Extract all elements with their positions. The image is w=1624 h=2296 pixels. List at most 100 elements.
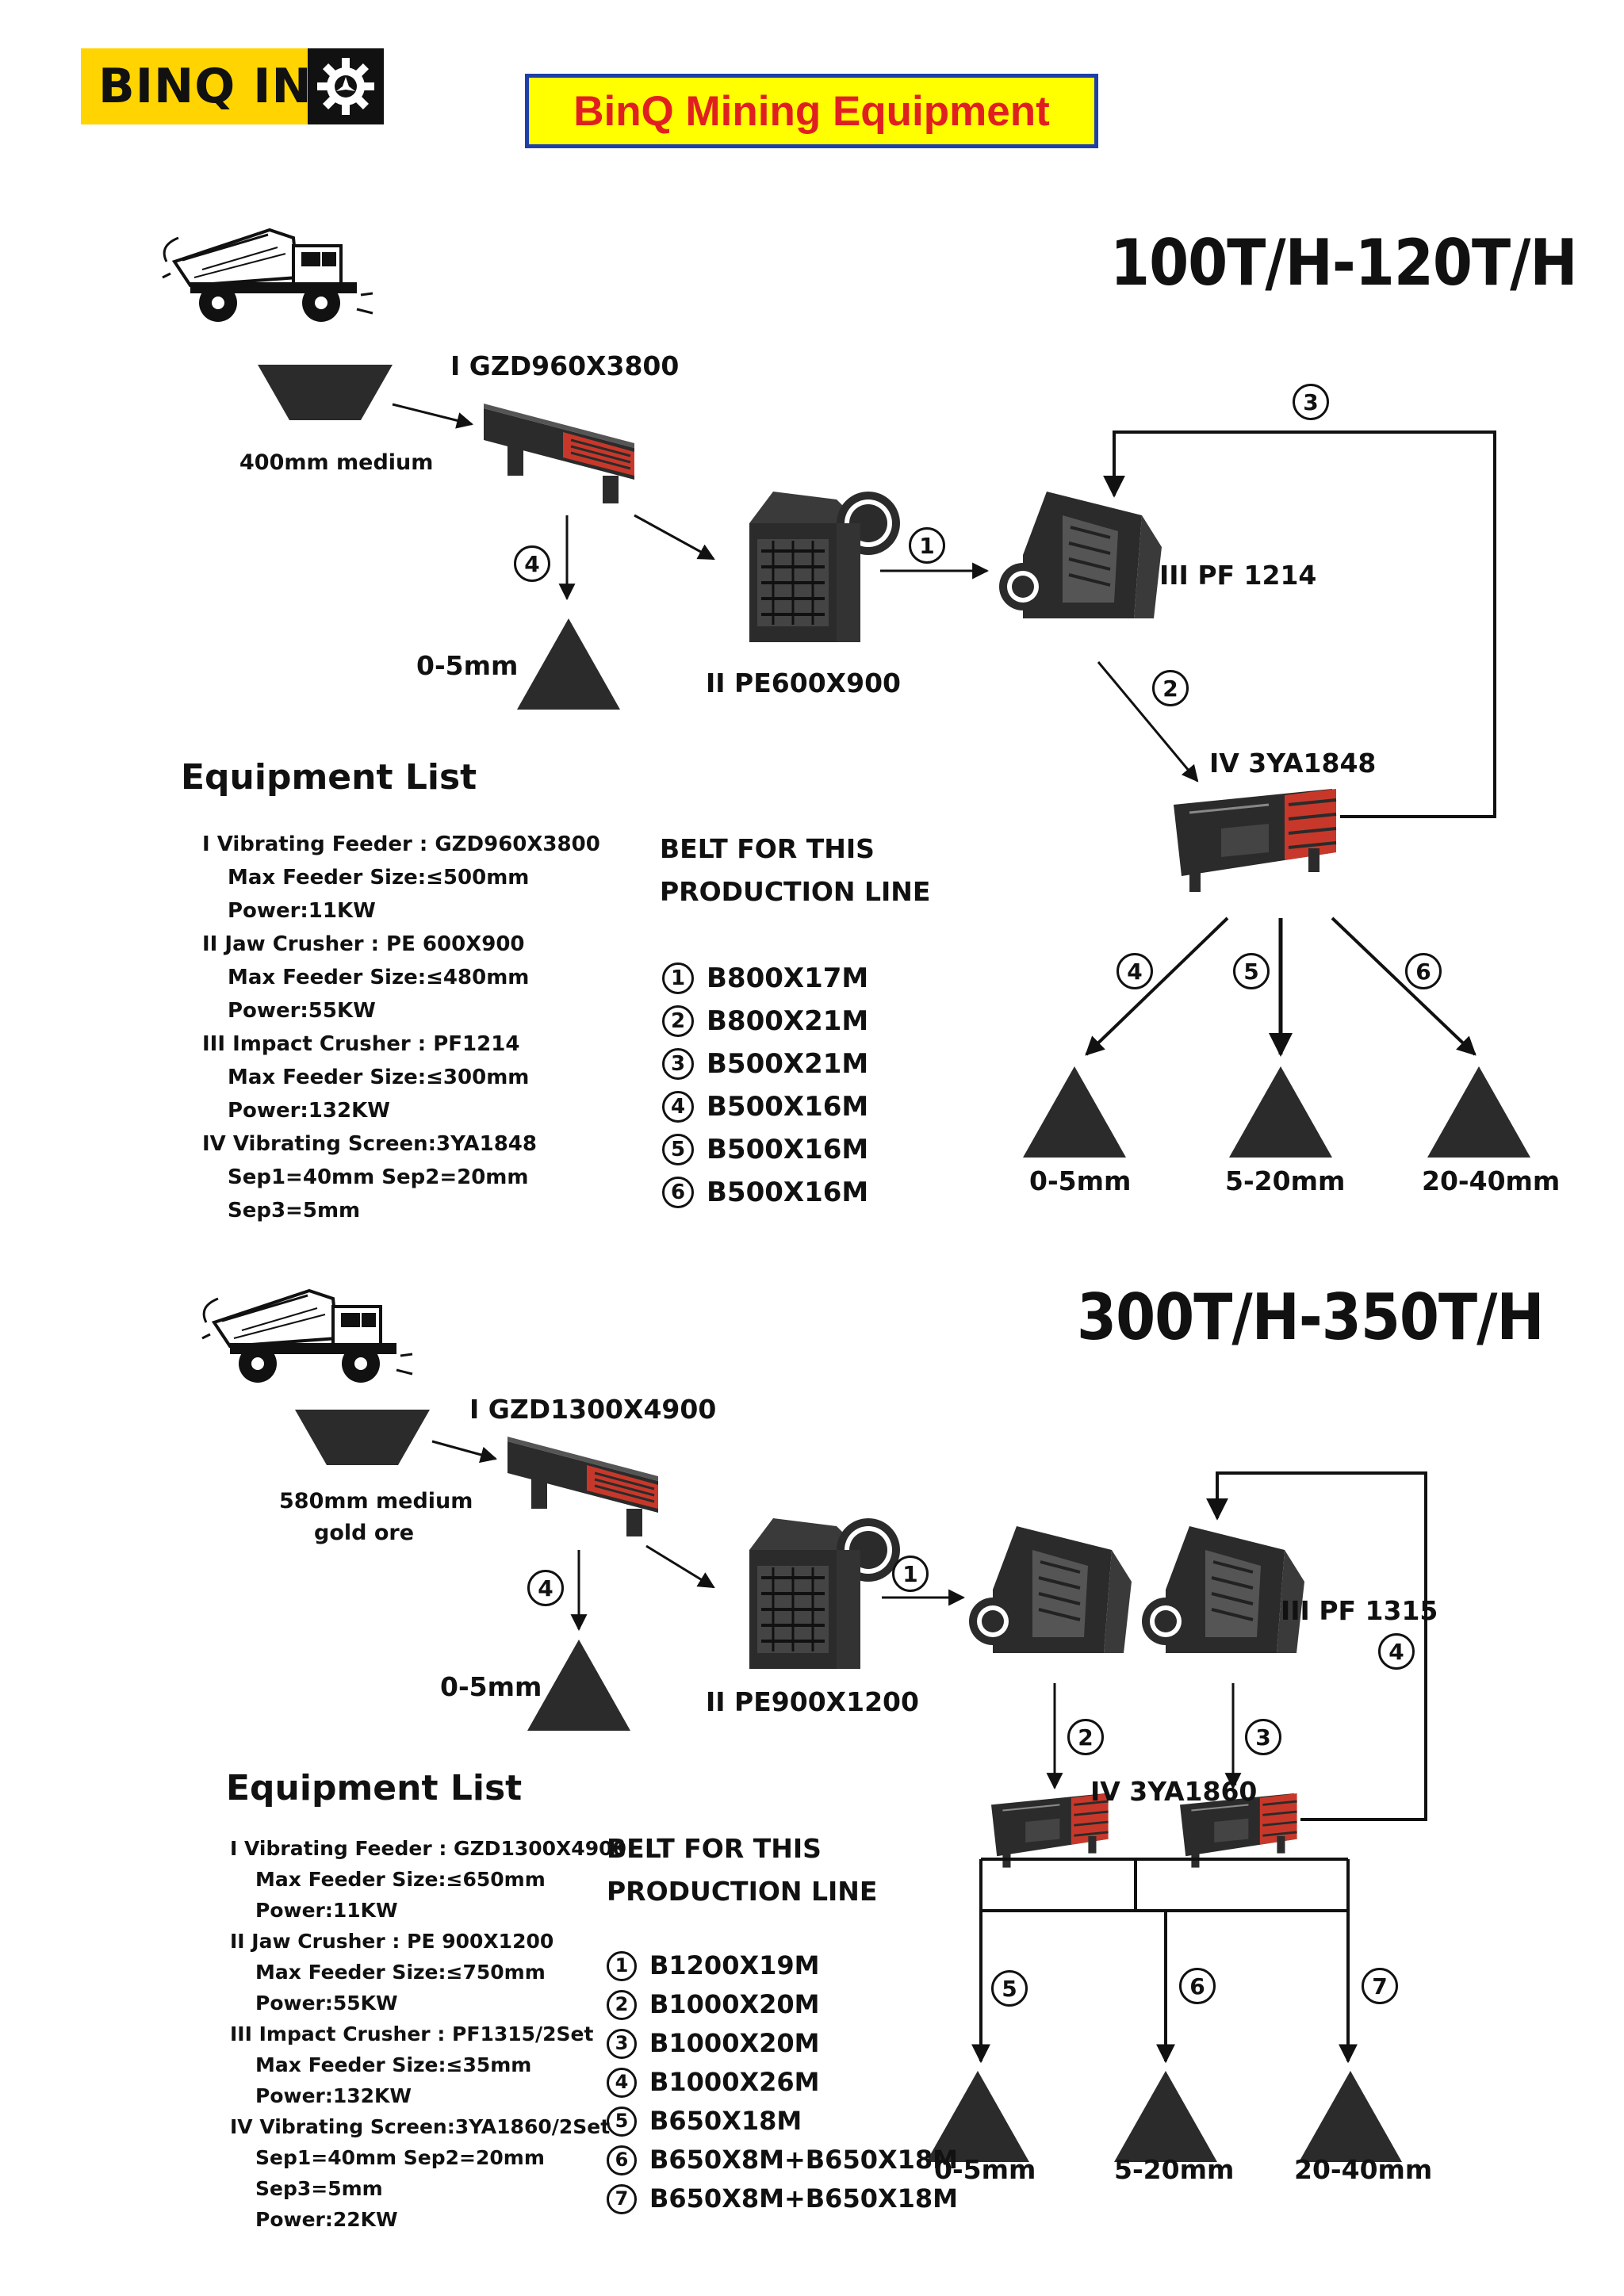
equipment-heading-2: Equipment List	[226, 1768, 523, 1808]
belt-number: 5	[662, 1134, 694, 1165]
page-title-box: BinQ Mining Equipment	[525, 74, 1098, 148]
equipment-line: II Jaw Crusher : PE 600X900	[202, 932, 525, 956]
belt-heading-1: BELT FOR THIS PRODUCTION LINE	[660, 828, 930, 913]
belt-heading-line: BELT FOR THIS	[607, 1833, 822, 1864]
belt-number: 2	[662, 1005, 694, 1037]
output-label-2c: 20-40mm	[1294, 2154, 1433, 2185]
equipment-line: Power:11KW	[228, 899, 376, 923]
output-pile-1a	[1023, 1066, 1126, 1158]
equipment-line: Power:55KW	[255, 1992, 398, 2015]
belt-number: 5	[607, 2106, 637, 2137]
truck-icon-2	[201, 1289, 414, 1384]
belt-number: 3	[662, 1048, 694, 1080]
truck-icon-1	[161, 228, 374, 323]
equipment-line: IV Vibrating Screen:3YA1860/2Set	[230, 2115, 611, 2138]
hopper-1	[258, 365, 393, 420]
equipment-line: III Impact Crusher : PF1214	[202, 1032, 520, 1056]
belt-marker-2-7: 7	[1362, 1968, 1398, 2004]
equipment-line: Max Feeder Size:≤480mm	[228, 966, 530, 989]
belt-number: 2	[607, 1989, 637, 2020]
output-pile-2b	[1114, 2071, 1217, 2162]
equipment-line: Sep1=40mm Sep2=20mm	[255, 2146, 545, 2169]
belt-spec: B650X8M+B650X18M	[649, 2145, 959, 2175]
belt-spec: B1000X26M	[649, 2067, 820, 2097]
equipment-line: II Jaw Crusher : PE 900X1200	[230, 1930, 554, 1953]
belt-number: 1	[662, 962, 694, 994]
sand-pile-2	[527, 1640, 630, 1731]
equipment-line: Power:132KW	[228, 1099, 390, 1123]
belt-marker-1-4b: 4	[1116, 953, 1153, 989]
belt-row: 1 B800X17M	[662, 957, 868, 1000]
jaw-crusher-1	[748, 490, 902, 644]
logo-text: BINQ INC	[98, 59, 348, 114]
belt-spec: B500X21M	[707, 1048, 869, 1080]
output-label-1a: 0-5mm	[1029, 1165, 1132, 1196]
belt-marker-2-4a: 4	[527, 1570, 564, 1606]
belt-marker-2-3: 3	[1245, 1719, 1281, 1755]
belt-spec: B650X8M+B650X18M	[649, 2183, 959, 2214]
belt-row: 2 B800X21M	[662, 1000, 868, 1043]
belt-marker-1-2: 2	[1152, 670, 1189, 706]
equipment-line: Power:132KW	[255, 2084, 412, 2107]
belt-spec: B500X16M	[707, 1091, 869, 1123]
equipment-line: I Vibrating Feeder : GZD960X3800	[202, 832, 600, 856]
belt-marker-2-5: 5	[991, 1970, 1028, 2007]
belt-marker-2-1: 1	[892, 1556, 929, 1592]
belt-row: 5 B650X18M	[607, 2102, 958, 2141]
equipment-line: Power:22KW	[255, 2208, 398, 2231]
belt-marker-2-6: 6	[1179, 1968, 1216, 2004]
impact-label-2: III PF 1315	[1281, 1595, 1438, 1626]
capacity-title-2: 300T/H-350T/H	[1077, 1280, 1545, 1354]
belt-number: 6	[662, 1177, 694, 1208]
belt-marker-1-4a: 4	[514, 545, 550, 582]
vibrating-feeder-2	[506, 1435, 660, 1538]
equipment-line: Max Feeder Size:≤650mm	[255, 1868, 546, 1891]
vibrating-feeder-1	[482, 402, 636, 505]
output-label-2b: 5-20mm	[1114, 2154, 1235, 2185]
belt-spec: B500X16M	[707, 1177, 869, 1208]
belt-spec: B650X18M	[649, 2106, 802, 2136]
belt-row: 6 B500X16M	[662, 1171, 868, 1214]
output-label-2a: 0-5mm	[934, 2154, 1036, 2185]
belt-number: 6	[607, 2145, 637, 2175]
belt-row: 2 B1000X20M	[607, 1985, 958, 2024]
belt-heading-line: BELT FOR THIS	[660, 833, 875, 864]
belt-spec: B800X21M	[707, 1005, 869, 1037]
belt-number: 7	[607, 2183, 637, 2214]
belt-spec: B1000X20M	[649, 1989, 820, 2019]
impact-crusher-2a	[967, 1525, 1133, 1655]
equipment-line: Sep3=5mm	[255, 2177, 383, 2200]
belt-marker-1-3: 3	[1293, 384, 1329, 420]
feeder-label-2: I GZD1300X4900	[469, 1394, 717, 1425]
output-label-1c: 20-40mm	[1422, 1165, 1561, 1196]
jaw-crusher-2	[748, 1517, 902, 1670]
equipment-line: Sep1=40mm Sep2=20mm	[228, 1165, 529, 1189]
equipment-heading-1: Equipment List	[181, 757, 477, 798]
vibrating-screen-1	[1172, 787, 1338, 894]
belt-spec: B800X17M	[707, 962, 869, 994]
belt-number: 4	[662, 1091, 694, 1123]
capacity-title-1: 100T/H-120T/H	[1110, 226, 1578, 300]
impact-crusher-2b	[1140, 1525, 1306, 1655]
belt-number: 1	[607, 1950, 637, 1981]
output-pile-1c	[1427, 1066, 1530, 1158]
belt-row: 7 B650X8M+B650X18M	[607, 2179, 958, 2218]
belt-heading-2: BELT FOR THIS PRODUCTION LINE	[607, 1827, 877, 1913]
sand-label-1: 0-5mm	[416, 650, 519, 681]
belt-row: 4 B500X16M	[662, 1085, 868, 1128]
equipment-line: Power:55KW	[228, 999, 376, 1023]
belt-marker-1-6: 6	[1405, 953, 1442, 989]
output-pile-2c	[1299, 2071, 1402, 2162]
sand-label-2: 0-5mm	[440, 1671, 542, 1702]
hopper-2	[295, 1410, 430, 1465]
belt-number: 3	[607, 2028, 637, 2059]
belt-heading-line: PRODUCTION LINE	[660, 876, 931, 907]
company-logo: BINQ INC	[81, 48, 384, 124]
